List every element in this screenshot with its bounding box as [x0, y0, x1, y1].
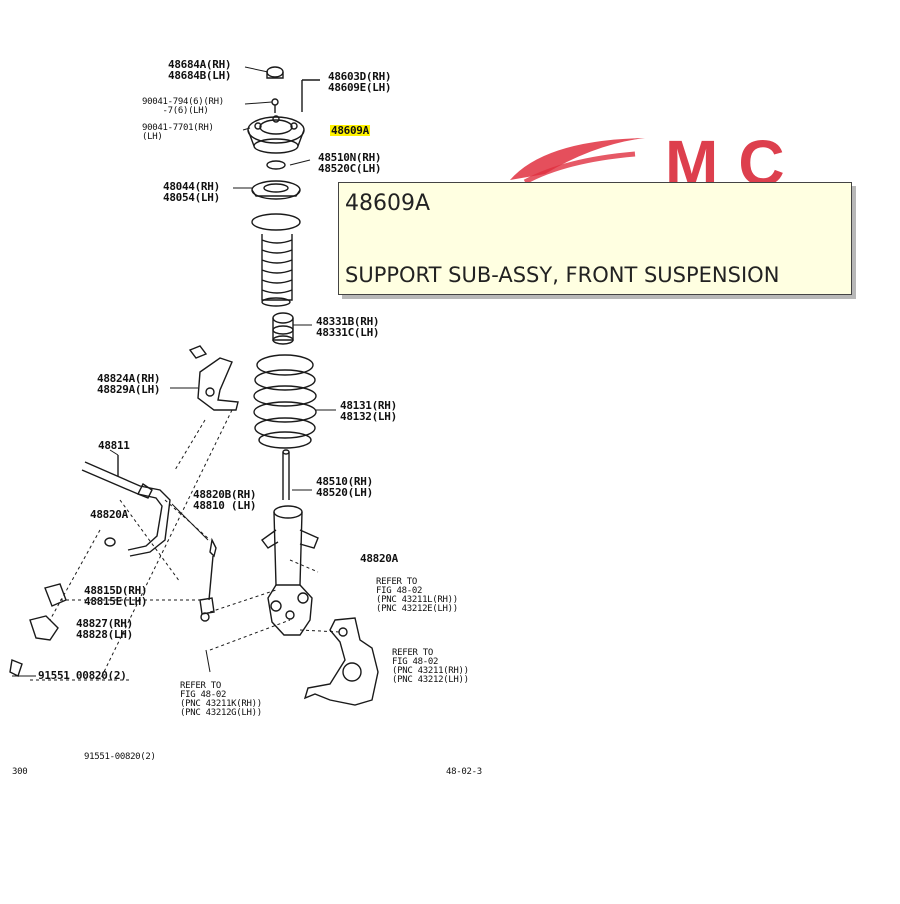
part-label-48827[interactable]: 48827(RH) 48828(LH)	[76, 617, 133, 641]
leader-lines	[30, 409, 341, 681]
left-bushings-part	[9, 583, 67, 677]
part-label-48609a[interactable]: 48609A	[330, 124, 370, 137]
part-label-48820a-right[interactable]: 48820A	[360, 552, 398, 565]
part-label-48815[interactable]: 48815D(RH) 48815E(LH)	[84, 584, 148, 608]
tooltip-part-name: SUPPORT SUB-ASSY, FRONT SUSPENSION	[345, 263, 780, 287]
corner-code-left: 300	[12, 767, 28, 777]
part-label-91551[interactable]: 91551 00820(2)	[38, 669, 127, 682]
stabilizer-link-part	[199, 537, 217, 622]
dust-boot-part	[251, 213, 301, 307]
cap-part	[266, 66, 320, 113]
bracket-part	[188, 345, 239, 411]
bump-stopper-part	[272, 312, 294, 345]
part-label-48044[interactable]: 48044(RH) 48054(LH)	[163, 180, 220, 204]
refer-note-1[interactable]: REFER TO FIG 48-02 (PNC 43211L(RH)) (PNC…	[376, 577, 458, 614]
part-label-48684[interactable]: 48684A(RH) 48684B(LH)	[168, 58, 232, 82]
refer-note-2[interactable]: REFER TO FIG 48-02 (PNC 43211(RH)) (PNC …	[392, 648, 469, 685]
part-label-48820b[interactable]: 48820B(RH) 48810 (LH)	[193, 488, 257, 512]
coil-spring-part	[253, 354, 317, 449]
part-label-90041b[interactable]: 90041-7701(RH) (LH)	[142, 123, 214, 142]
watermark-text: MC	[665, 130, 805, 190]
refer-note-3[interactable]: REFER TO FIG 48-02 (PNC 43211K(RH)) (PNC…	[180, 681, 262, 718]
support-assy-part	[247, 115, 305, 154]
stabilizer-bar-part	[81, 455, 171, 557]
part-tooltip: 48609A SUPPORT SUB-ASSY, FRONT SUSPENSIO…	[338, 182, 852, 295]
part-label-48603[interactable]: 48603D(RH) 48609E(LH)	[328, 70, 392, 94]
part-label-48820a[interactable]: 48820A	[90, 508, 128, 521]
part-label-48824[interactable]: 48824A(RH) 48829A(LH)	[97, 372, 161, 396]
tooltip-part-code: 48609A	[345, 191, 431, 216]
part-label-48331[interactable]: 48331B(RH) 48331C(LH)	[316, 315, 380, 339]
steering-knuckle-part	[303, 617, 379, 706]
callout-ticks	[12, 66, 336, 677]
shock-absorber-part	[261, 449, 319, 636]
part-label-48811[interactable]: 48811	[98, 439, 130, 452]
part-label-48510[interactable]: 48510(RH) 48520(LH)	[316, 475, 373, 499]
mc-watermark-logo: MC	[510, 130, 805, 190]
part-label-48131[interactable]: 48131(RH) 48132(LH)	[340, 399, 397, 423]
part-label-90041a[interactable]: 90041-794(6)(RH) -7(6)(LH)	[142, 97, 224, 116]
part-label-bottom[interactable]: 91551-00820(2)	[84, 752, 156, 762]
bearing-part	[251, 160, 301, 200]
part-label-48510n[interactable]: 48510N(RH) 48520C(LH)	[318, 151, 382, 175]
corner-code-right: 48-02-3	[446, 767, 482, 777]
